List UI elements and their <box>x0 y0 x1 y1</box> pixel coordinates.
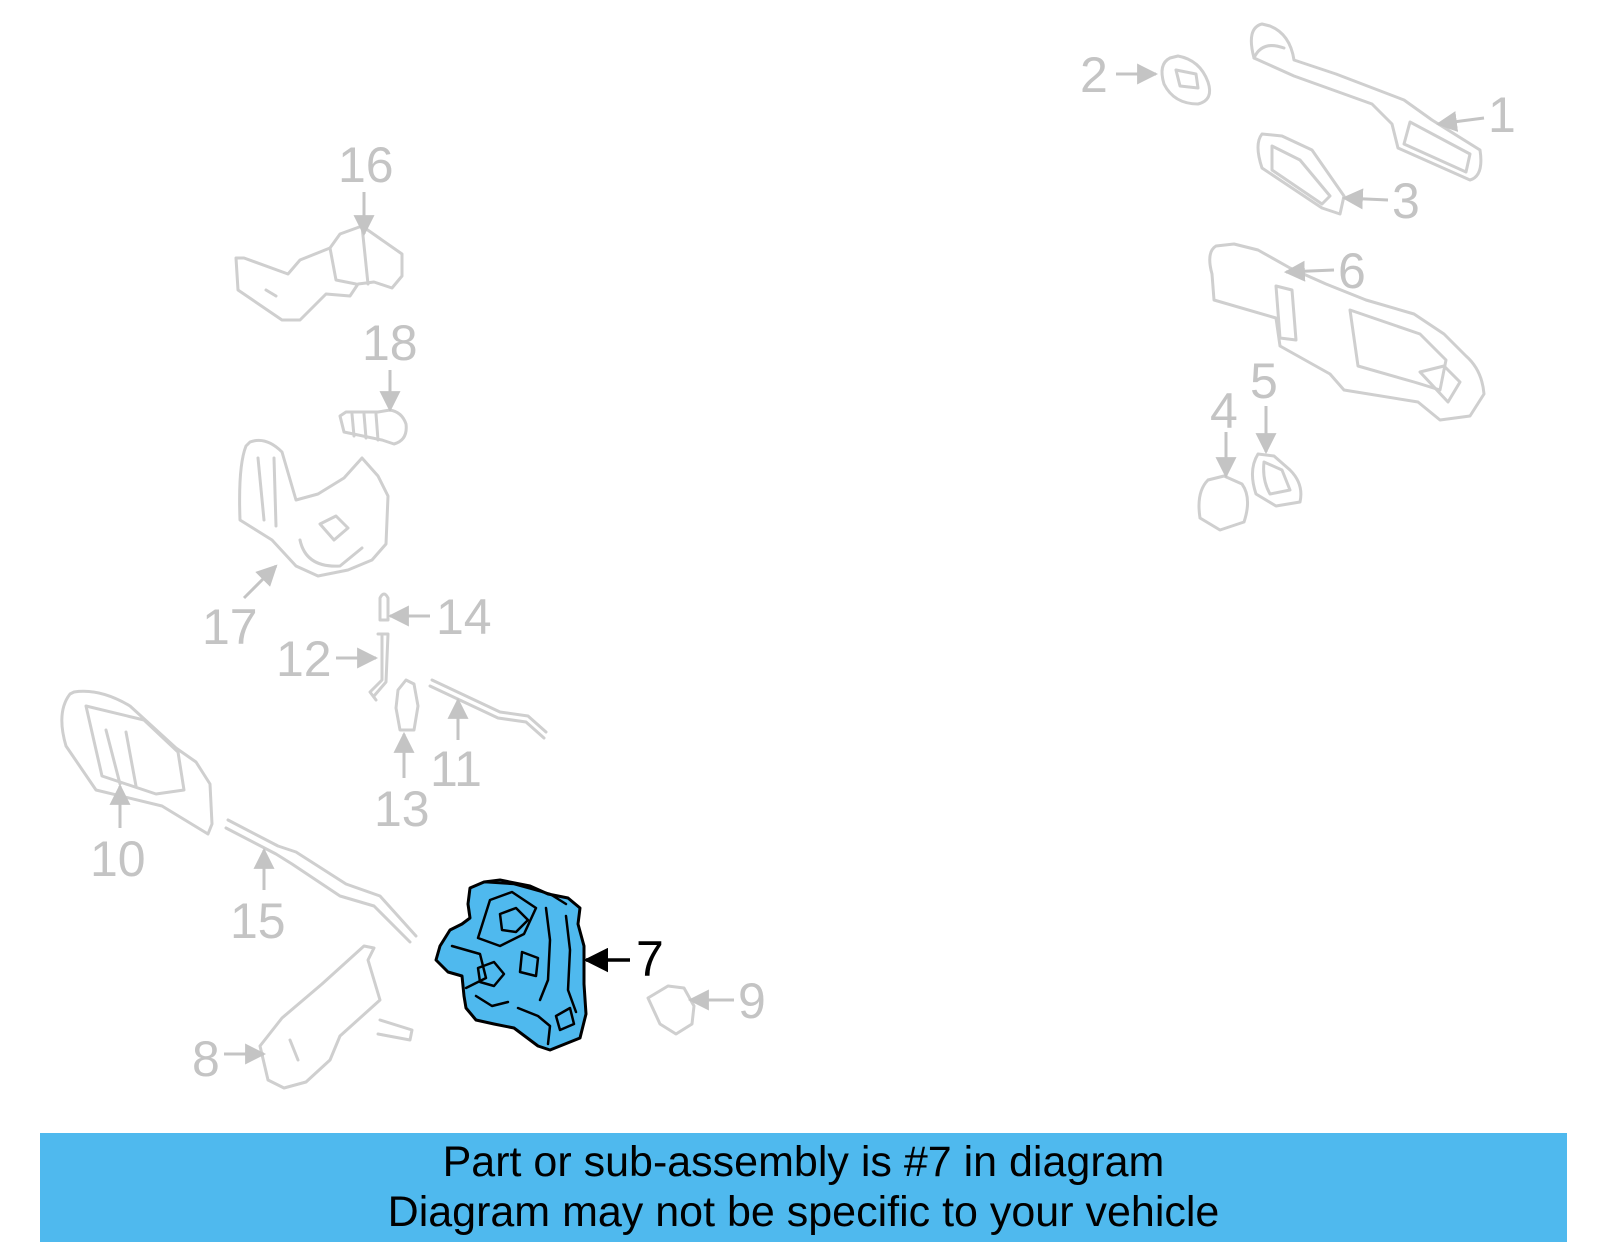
arrow-1 <box>1435 111 1485 132</box>
callout-14[interactable]: 14 <box>436 589 492 645</box>
callout-1[interactable]: 1 <box>1488 87 1516 143</box>
part-14-clip[interactable] <box>378 592 390 622</box>
callout-labels: 1 2 3 4 5 6 7 8 9 10 11 12 13 14 15 16 1… <box>90 47 1516 1087</box>
callout-11[interactable]: 11 <box>430 741 482 797</box>
banner-line-1: Part or sub-assembly is #7 in diagram <box>442 1138 1165 1186</box>
callout-8[interactable]: 8 <box>192 1031 220 1087</box>
part-1-outside-handle[interactable] <box>1249 22 1483 182</box>
part-17-hinge[interactable] <box>238 438 390 578</box>
arrow-6 <box>1283 260 1335 282</box>
callout-arrows <box>109 63 1485 1065</box>
callout-15[interactable]: 15 <box>230 893 286 949</box>
part-16-hinge[interactable] <box>234 224 404 322</box>
part-12-rod[interactable] <box>368 632 390 702</box>
callout-2[interactable]: 2 <box>1080 47 1108 103</box>
part-18-bolt[interactable] <box>338 408 408 446</box>
callout-4[interactable]: 4 <box>1210 383 1238 439</box>
callout-16[interactable]: 16 <box>338 137 394 193</box>
part-2-gasket[interactable] <box>1160 54 1212 106</box>
callout-3[interactable]: 3 <box>1392 173 1420 229</box>
part-13-clip[interactable] <box>394 678 420 732</box>
callout-6[interactable]: 6 <box>1338 243 1366 299</box>
part-5-cap[interactable] <box>1251 452 1303 508</box>
part-11-rod[interactable] <box>428 678 548 740</box>
callout-13[interactable]: 13 <box>374 781 430 837</box>
part-3-bezel[interactable] <box>1256 132 1346 216</box>
callout-7[interactable]: 7 <box>636 931 664 987</box>
callout-10[interactable]: 10 <box>90 831 146 887</box>
part-9-grommet[interactable] <box>646 984 696 1036</box>
part-7-door-latch[interactable] <box>434 878 588 1052</box>
callout-9[interactable]: 9 <box>738 973 766 1029</box>
callout-12[interactable]: 12 <box>276 631 332 687</box>
part-6-handle-assembly[interactable] <box>1208 242 1486 422</box>
part-4-cap[interactable] <box>1197 474 1249 532</box>
callout-5[interactable]: 5 <box>1250 353 1278 409</box>
part-8-bracket[interactable] <box>258 944 414 1090</box>
part-7-body <box>434 878 588 1052</box>
banner-line-2: Diagram may not be specific to your vehi… <box>387 1188 1220 1236</box>
callout-17[interactable]: 17 <box>202 599 258 655</box>
info-banner: Part or sub-assembly is #7 in diagram Di… <box>40 1133 1567 1242</box>
part-10-inside-handle[interactable] <box>60 689 214 836</box>
arrow-3 <box>1341 188 1389 210</box>
callout-18[interactable]: 18 <box>362 315 418 371</box>
arrow-17 <box>242 564 278 600</box>
